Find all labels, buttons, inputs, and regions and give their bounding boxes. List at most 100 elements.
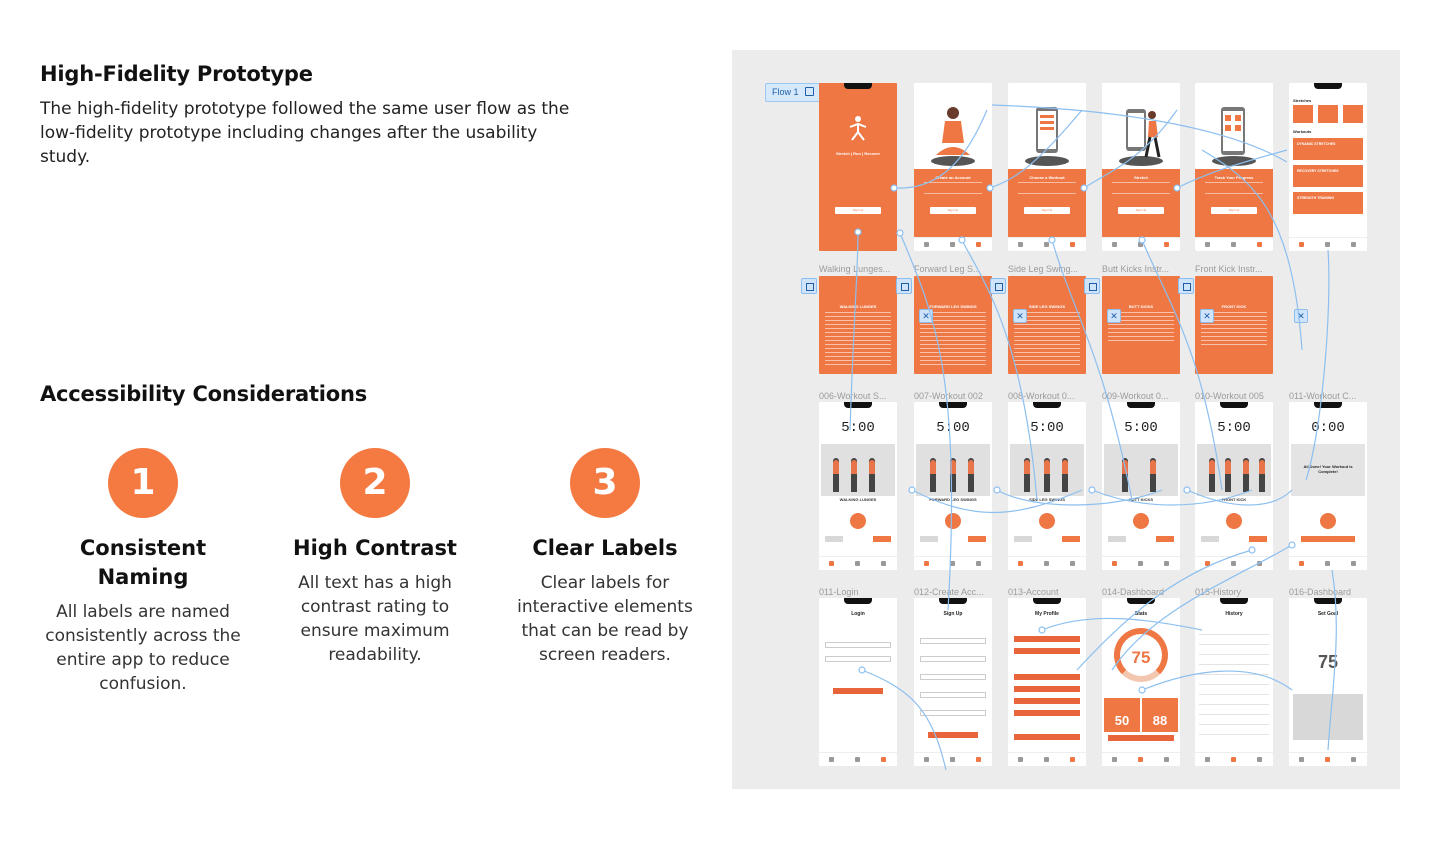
- workout-timer: 5:00: [1217, 420, 1251, 436]
- set-goal-button[interactable]: [1108, 735, 1174, 741]
- frame-label-history: 015-History: [1195, 587, 1242, 597]
- frame-workout-2[interactable]: 5:00 FORWARD LEG SWINGS: [914, 402, 992, 570]
- phone-runner-illustration: [1119, 109, 1163, 166]
- phone-list-illustration: [1025, 107, 1069, 166]
- frame-walking-lunges[interactable]: WALKING LUNGES: [819, 276, 897, 374]
- frame-label-walking-lunges: Walking Lunges...: [819, 264, 891, 274]
- close-icon[interactable]: ✕: [1200, 309, 1214, 323]
- frame-label-butt-kicks: Butt Kicks Instr...: [1102, 264, 1170, 274]
- onboard-3-signup-button[interactable]: Sign Up: [1118, 207, 1164, 214]
- history-table: [1199, 634, 1269, 744]
- workout-timer: 5:00: [1030, 420, 1064, 436]
- onboard-4-signup-button[interactable]: Sign Up: [1211, 207, 1257, 214]
- woman-sitting-illustration: [931, 107, 975, 166]
- workout-card-strength[interactable]: STRENGTH TRAINING: [1293, 192, 1363, 214]
- play-button[interactable]: [1226, 513, 1242, 529]
- accessibility-title-1: Consistent Naming: [79, 536, 207, 589]
- frame-butt-kicks[interactable]: BUTT KICKS: [1102, 276, 1180, 374]
- number-keypad[interactable]: [1293, 694, 1363, 740]
- stats-percent: 75: [1131, 648, 1151, 667]
- overlay-link-icon[interactable]: [801, 278, 817, 294]
- workout-timer: 5:00: [936, 420, 970, 436]
- play-button[interactable]: [1133, 513, 1149, 529]
- frame-login[interactable]: Login: [819, 598, 897, 766]
- prototype-canvas[interactable]: Flow 1 Stretch | Run | Recover Sign Up C…: [732, 50, 1400, 789]
- login-button[interactable]: [833, 688, 883, 694]
- frame-front-kick[interactable]: FRONT KICK: [1195, 276, 1273, 374]
- frame-label-workout-007: 007-Workout 002: [914, 391, 983, 401]
- frame-label-workout-008: 008-Workout 0...: [1008, 391, 1075, 401]
- frame-onboard-4[interactable]: Track Your Progress Sign Up: [1195, 83, 1273, 251]
- frame-workout-3[interactable]: 5:00 SIDE LEG SWINGS: [1008, 402, 1086, 570]
- frame-label-workout-010: 010-Workout 005: [1195, 391, 1264, 401]
- frame-label-set-goal: 016-Dashboard: [1289, 587, 1352, 597]
- frame-workout-4[interactable]: 5:00 BUTT KICKS: [1102, 402, 1180, 570]
- accessibility-body-3: Clear labels for interactive elements th…: [517, 573, 693, 665]
- view-results-button[interactable]: [1301, 536, 1355, 542]
- overlay-link-icon[interactable]: [990, 278, 1006, 294]
- frame-workout-complete[interactable]: 0:00 All Done! Your Workout is Complete!: [1289, 402, 1367, 570]
- frame-label-forward-leg: Forward Leg S...: [914, 264, 981, 274]
- close-icon[interactable]: ✕: [1107, 309, 1121, 323]
- phone-grid-illustration: [1212, 107, 1256, 166]
- workout-timer: 5:00: [841, 420, 875, 436]
- workout-timer: 5:00: [1124, 420, 1158, 436]
- accessibility-item-2: 2 High Contrast All text has a high cont…: [270, 448, 480, 667]
- app-name: Stretch | Run | Recover: [835, 151, 881, 156]
- frame-my-profile[interactable]: My Profile: [1008, 598, 1086, 766]
- prototype-description: The high-fidelity prototype followed the…: [40, 99, 570, 167]
- password-field[interactable]: [825, 656, 891, 662]
- prototype-heading: High-Fidelity Prototype: [40, 62, 313, 86]
- flow-connections: [849, 104, 1337, 771]
- frame-workout-5[interactable]: 5:00 FRONT KICK: [1195, 402, 1273, 570]
- frame-label-side-leg: Side Leg Swing...: [1008, 264, 1079, 274]
- frame-label-workout-011: 011-Workout C...: [1289, 391, 1357, 401]
- frame-onboard-1[interactable]: Create an Account Sign Up: [914, 83, 992, 251]
- create-account-button[interactable]: [928, 732, 978, 738]
- accessibility-heading: Accessibility Considerations: [40, 382, 368, 406]
- workout-card-dynamic[interactable]: DYNAMIC STRETCHES: [1293, 138, 1363, 160]
- stat-right: 88: [1142, 698, 1178, 732]
- splash-signup-button[interactable]: Sign Up: [835, 207, 881, 214]
- accessibility-body-1: All labels are named consistently across…: [45, 602, 241, 694]
- frame-onboard-3[interactable]: Stretch Sign Up: [1102, 83, 1180, 251]
- stat-left: 50: [1104, 698, 1140, 732]
- overlay-link-icon[interactable]: [1084, 278, 1100, 294]
- frame-onboard-2[interactable]: Choose a Workout Sign Up: [1008, 83, 1086, 251]
- onboard-1-signup-button[interactable]: Sign Up: [930, 207, 976, 214]
- frame-stats[interactable]: Stats 75 50 88: [1102, 598, 1180, 766]
- play-button[interactable]: [945, 513, 961, 529]
- overlay-link-icon[interactable]: [896, 278, 912, 294]
- workout-timer: 0:00: [1311, 420, 1345, 436]
- accessibility-title-2: High Contrast: [293, 536, 457, 560]
- accessibility-body-2: All text has a high contrast rating to e…: [298, 573, 452, 665]
- frame-label-dashboard-stats: 014-Dashboard: [1102, 587, 1165, 597]
- frame-label-workout-009: 009-Workout 0...: [1102, 391, 1169, 401]
- onboard-2-signup-button[interactable]: Sign Up: [1024, 207, 1070, 214]
- frame-history[interactable]: History: [1195, 598, 1273, 766]
- goal-value: 75: [1317, 652, 1339, 672]
- accessibility-item-3: 3 Clear Labels Clear labels for interact…: [500, 448, 710, 667]
- frame-workout-1[interactable]: 5:00 WALKING LUNGES: [819, 402, 897, 570]
- overlay-link-icon[interactable]: [1178, 278, 1194, 294]
- play-flow-icon[interactable]: [804, 87, 814, 96]
- number-badge-3: 3: [570, 448, 640, 518]
- close-icon[interactable]: ✕: [1294, 309, 1308, 323]
- frame-label-workout-006: 006-Workout S...: [819, 391, 887, 401]
- frame-dashboard[interactable]: Stretches Workouts DYNAMIC STRETCHES REC…: [1289, 83, 1367, 251]
- username-field[interactable]: [825, 642, 891, 648]
- stop-button[interactable]: [1320, 513, 1336, 529]
- runner-logo-icon: [849, 116, 867, 141]
- accessibility-item-1: 1 Consistent Naming All labels are named…: [38, 448, 248, 696]
- play-button[interactable]: [1039, 513, 1055, 529]
- play-button[interactable]: [850, 513, 866, 529]
- workout-card-recovery[interactable]: RECOVERY STRETCHES: [1293, 165, 1363, 187]
- number-badge-2: 2: [340, 448, 410, 518]
- number-badge-1: 1: [108, 448, 178, 518]
- close-icon[interactable]: ✕: [1013, 309, 1027, 323]
- frame-set-goal[interactable]: Set Goal 75: [1289, 598, 1367, 766]
- progress-gauge: [1114, 628, 1168, 682]
- frame-create-account[interactable]: Sign Up: [914, 598, 992, 766]
- frame-label-login: 011-Login: [819, 587, 859, 597]
- frame-splash[interactable]: Stretch | Run | Recover Sign Up: [819, 83, 897, 251]
